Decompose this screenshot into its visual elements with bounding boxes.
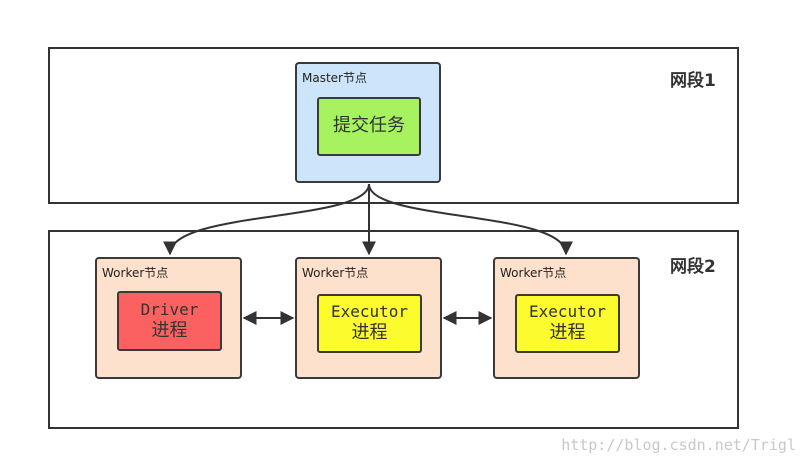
worker-node-1-title: Worker节点 <box>102 266 169 280</box>
master-to-worker1-arrow <box>163 183 370 256</box>
worker-node-2: Worker节点 Executor 进程 <box>295 257 442 379</box>
submit-task-box: 提交任务 <box>317 97 421 156</box>
worker-node-3: Worker节点 Executor 进程 <box>493 257 640 379</box>
executor-process-box-1: Executor 进程 <box>317 294 422 353</box>
segment-2-label: 网段2 <box>670 257 716 277</box>
master-node: Master节点 提交任务 <box>295 62 441 183</box>
master-node-title: Master节点 <box>302 71 367 85</box>
executor-process-1-suffix: 进程 <box>351 322 388 344</box>
executor-process-2-suffix: 进程 <box>549 322 586 344</box>
worker-node-1: Worker节点 Driver 进程 <box>95 257 242 379</box>
executor-process-box-2: Executor 进程 <box>515 294 620 353</box>
driver-process-name: Driver <box>140 299 199 319</box>
segment-1-label: 网段1 <box>670 71 716 91</box>
worker-node-3-title: Worker节点 <box>500 266 567 280</box>
worker-node-2-title: Worker节点 <box>302 266 369 280</box>
master-to-worker3-arrow <box>368 183 573 256</box>
submit-task-label: 提交任务 <box>333 115 405 137</box>
executor-process-1-name: Executor <box>330 302 409 322</box>
executor-process-2-name: Executor <box>528 302 607 322</box>
watermark-text: http://blog.csdn.net/Trigl <box>561 436 796 454</box>
driver-process-suffix: 进程 <box>151 319 188 341</box>
driver-process-box: Driver 进程 <box>117 291 222 351</box>
